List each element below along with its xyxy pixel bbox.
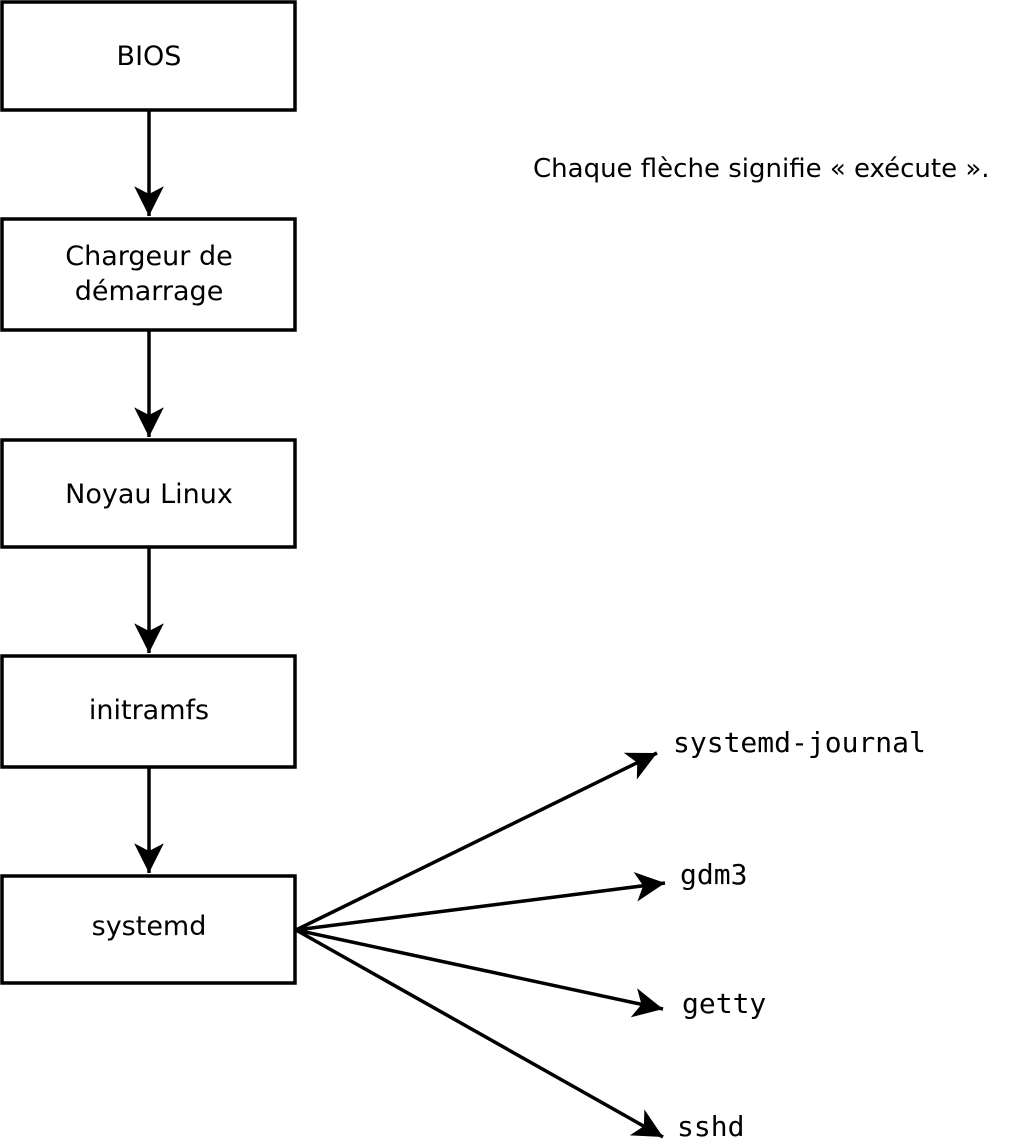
arrow-systemd-to-sshd [295, 928, 664, 1139]
box-systemd-label: systemd [92, 911, 207, 942]
box-noyau-linux [0, 438, 297, 549]
box-systemd [0, 874, 297, 985]
caption-text: Chaque flèche signifie « exécute ». [533, 154, 990, 184]
box-bios-label: BIOS [117, 41, 182, 72]
box-initramfs [0, 654, 297, 769]
box-initramfs-label: initramfs [89, 695, 209, 726]
process-label-systemd-journal: systemd-journal [673, 726, 926, 759]
box-chargeur-label-line2: démarrage [75, 276, 224, 307]
arrow-systemd-to-getty [295, 928, 664, 1018]
process-label-gdm3: gdm3 [680, 858, 747, 891]
arrow-systemd-to-systemd-journal [295, 751, 658, 932]
box-chargeur-label-line1: Chargeur de [65, 241, 232, 272]
arrow-systemd-to-gdm3 [295, 872, 666, 932]
process-label-sshd: sshd [677, 1110, 744, 1143]
box-bios [0, 0, 297, 112]
box-chargeur-de-demarrage [0, 217, 297, 332]
process-label-getty: getty [682, 987, 766, 1020]
box-noyau-linux-label: Noyau Linux [65, 479, 233, 510]
